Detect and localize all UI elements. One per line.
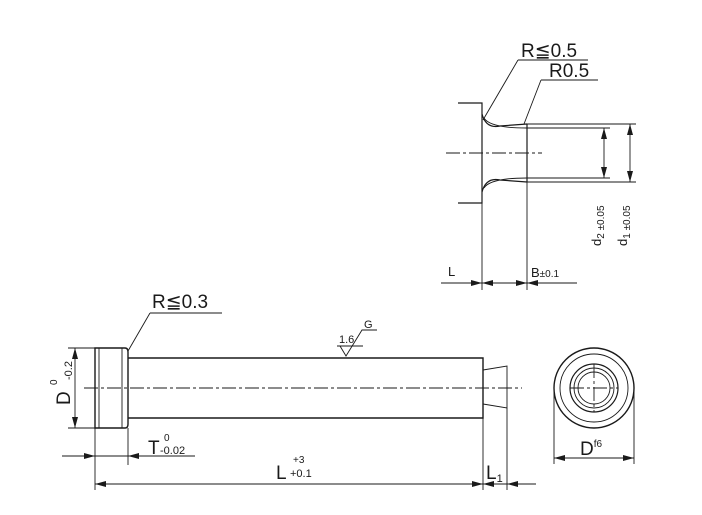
pin-end-view: Df6 [553, 347, 635, 464]
detail-lower-fillet [481, 178, 528, 193]
length-L-label: L [276, 463, 287, 484]
detail-B-tolerance: ±0.1 [540, 269, 560, 280]
head-T-label: T [148, 438, 160, 459]
detail-d1-tolerance: 1 ±0.05 [622, 205, 633, 239]
pin-side-view: 1.6 G R≦0.3 D 0 -0.2 T 0 -0.02 [49, 292, 536, 490]
svg-text:T: T [148, 438, 160, 459]
detail-B-label: B [531, 265, 540, 280]
svg-text:d1 ±0.05: d1 ±0.05 [615, 205, 633, 246]
head-T-tol-upper: 0 [164, 433, 170, 444]
detail-radius-label: R0.5 [549, 61, 589, 82]
head-radius-label: R≦0.3 [152, 292, 208, 313]
detail-view: d2 ±0.05 d1 ±0.05 L B±0.1 R≦0.5 R0.5 [441, 41, 636, 290]
detail-lower-fillet-inner [483, 177, 528, 189]
head-D-label: D [54, 391, 75, 405]
detail-upper-fillet [481, 113, 528, 128]
svg-text:L1: L1 [486, 463, 503, 485]
svg-text:B±0.1: B±0.1 [531, 265, 560, 280]
length-L1-sub: 1 [497, 473, 503, 485]
length-L-tol-upper: +3 [293, 455, 305, 466]
length-L-tol-lower: +0.1 [290, 468, 312, 480]
pin-head [94, 347, 129, 429]
end-view-D-label: D [580, 439, 594, 460]
length-L1-label: L [486, 463, 497, 484]
detail-d1-label: d [615, 239, 630, 246]
head-T-tol-lower: -0.02 [160, 445, 185, 457]
svg-text:Df6: Df6 [580, 439, 603, 460]
detail-upper-fillet-inner [483, 117, 528, 129]
end-view-outer-circle [553, 347, 635, 429]
head-D-tol-lower: -0.2 [63, 361, 75, 380]
detail-L-label: L [448, 264, 455, 279]
svg-text:d2 ±0.05: d2 ±0.05 [589, 205, 607, 246]
detail-d2-label: d [589, 239, 604, 246]
end-view-D-fit: f6 [594, 439, 603, 450]
head-D-tol-upper: 0 [49, 379, 60, 385]
detail-d2-tolerance: 2 ±0.05 [596, 205, 607, 239]
detail-radius-max-label: R≦0.5 [521, 41, 577, 62]
roughness-value: 1.6 [339, 334, 354, 346]
pin-end-hole [482, 365, 508, 409]
roughness-process: G [364, 319, 373, 331]
svg-text:D: D [54, 391, 75, 405]
